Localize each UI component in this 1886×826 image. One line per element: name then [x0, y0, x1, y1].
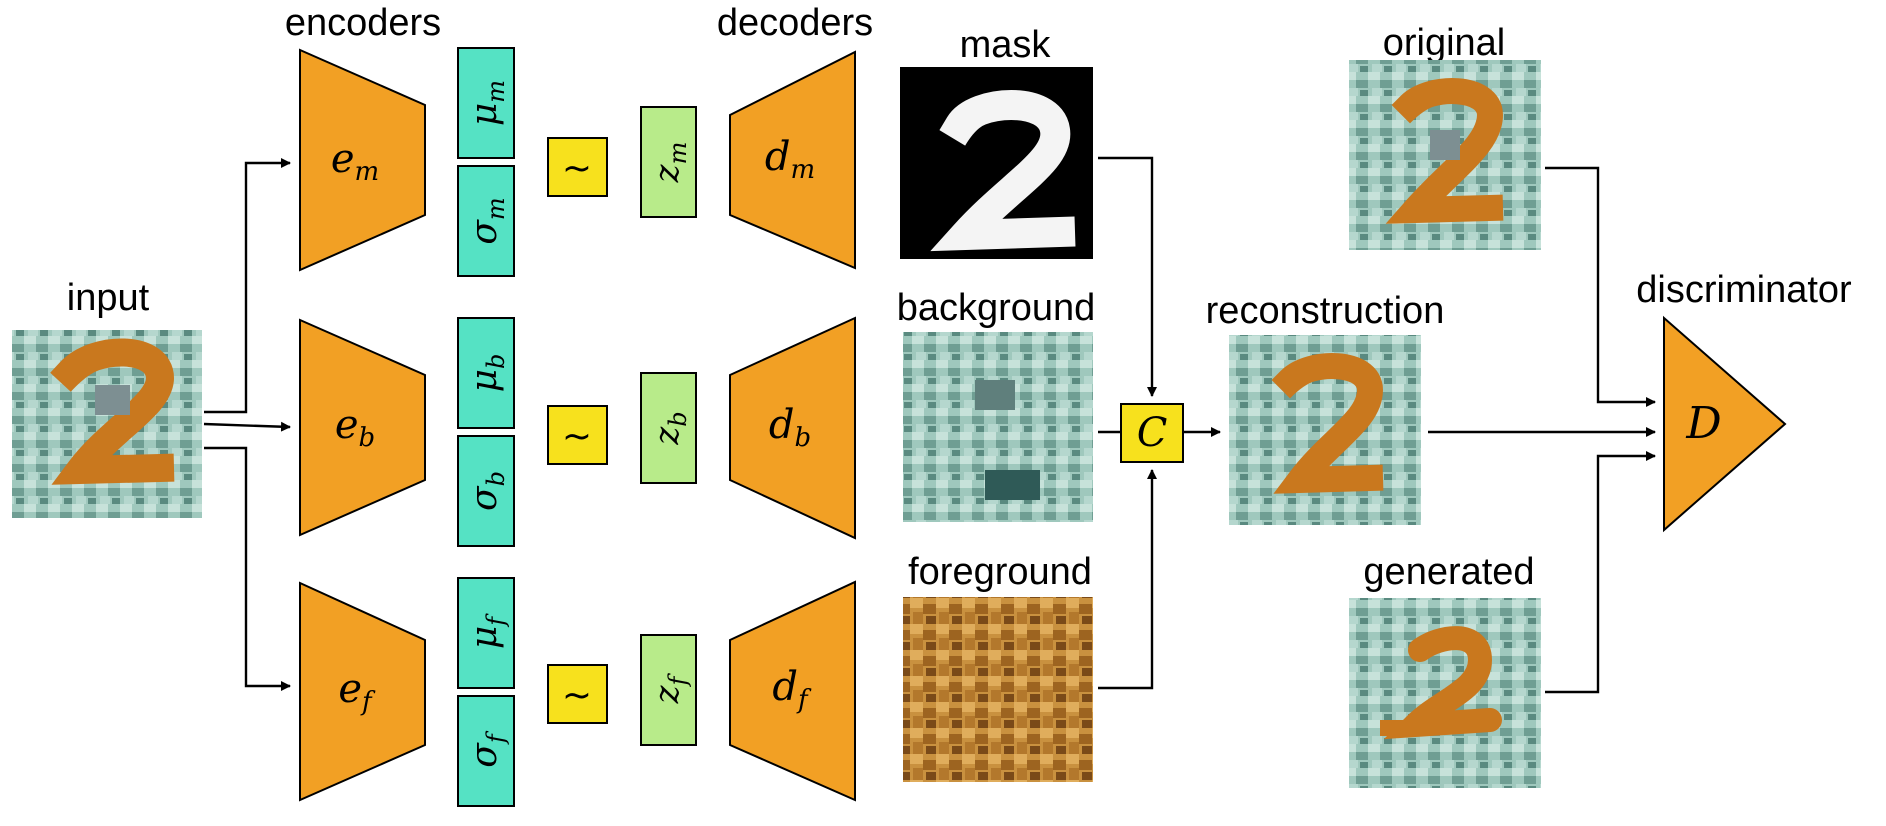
- encoder-b-shape: [299, 318, 426, 537]
- encoder-b-sub: b: [359, 423, 376, 453]
- svg-text:σm: σm: [464, 197, 510, 244]
- mu-m-sub: m: [482, 80, 510, 103]
- svg-text:db: db: [769, 402, 811, 453]
- decoder-b-sub: b: [794, 423, 811, 453]
- sigma-f-box: [457, 695, 515, 807]
- decoders-title: decoders: [717, 2, 873, 44]
- svg-text:zm: zm: [647, 142, 692, 184]
- reconstruction-digit-image: [1229, 335, 1421, 525]
- arrow-foreground-to-compose: [1098, 469, 1157, 690]
- decoder-m-symbol: d: [765, 134, 791, 180]
- mask-title: mask: [960, 24, 1052, 66]
- mu-b-symbol: μ: [464, 369, 505, 392]
- mu-f-box: [457, 577, 515, 689]
- encoder-m-sub: m: [355, 157, 380, 187]
- generated-digit-image: [1349, 598, 1541, 788]
- branch-f: ef μf σf ~ zf df: [299, 577, 856, 807]
- sample-m-symbol: ~: [562, 148, 592, 189]
- background-texture-image: [903, 332, 1093, 522]
- arrow-generated-to-discriminator: [1545, 451, 1656, 694]
- arrow-input-to-eb: [203, 421, 291, 432]
- mu-m-symbol: μ: [464, 103, 505, 126]
- mask-digit-image: [900, 67, 1093, 259]
- decoder-f-symbol: d: [772, 664, 798, 710]
- z-m-symbol: z: [647, 163, 687, 183]
- svg-text:σf: σf: [464, 730, 510, 768]
- compose-symbol: C: [1137, 410, 1168, 456]
- background-title: background: [897, 287, 1096, 329]
- svg-text:zb: zb: [647, 411, 692, 445]
- z-m-sub: m: [664, 142, 692, 165]
- svg-text:σb: σb: [464, 471, 510, 511]
- encoder-f-symbol: e: [338, 666, 362, 712]
- discriminator-shape: [1663, 315, 1787, 533]
- branch-b: eb μb σb ~ zb db: [299, 316, 856, 547]
- z-m-box: [640, 106, 697, 218]
- sample-f-symbol: ~: [562, 675, 592, 716]
- decoder-m-sub: m: [790, 155, 815, 185]
- mu-f-symbol: μ: [464, 626, 505, 649]
- arrow-input-to-ef: [204, 446, 291, 691]
- decoder-m-shape: [729, 50, 856, 270]
- encoder-f-shape: [299, 581, 426, 802]
- mu-b-sub: b: [482, 354, 510, 369]
- sigma-m-symbol: σ: [464, 219, 505, 245]
- svg-text:dm: dm: [765, 134, 815, 185]
- encoders-title: encoders: [285, 2, 441, 44]
- z-f-box: [640, 634, 697, 746]
- input-title: input: [67, 277, 150, 319]
- arrow-input-to-em: [204, 158, 291, 414]
- decoder-b-shape: [729, 316, 856, 540]
- svg-text:μm: μm: [464, 80, 510, 126]
- branch-m: em μm σm ~ zm dm: [299, 47, 856, 277]
- svg-text:μb: μb: [464, 354, 510, 393]
- decoder-f-shape: [729, 580, 856, 802]
- discriminator-symbol: D: [1685, 398, 1721, 449]
- svg-text:em: em: [331, 136, 379, 187]
- encoder-m-shape: [299, 48, 426, 272]
- z-b-sub: b: [664, 411, 692, 426]
- sigma-m-sub: m: [482, 197, 510, 220]
- sample-m-box: [547, 137, 608, 197]
- foreground-texture-image: [903, 597, 1093, 782]
- z-f-symbol: z: [647, 684, 687, 704]
- input-digit-image: [12, 330, 202, 518]
- encoder-m-symbol: e: [331, 136, 355, 182]
- z-b-box: [640, 372, 697, 484]
- original-title: original: [1383, 22, 1506, 64]
- original-digit-image: [1349, 60, 1541, 250]
- sigma-b-box: [457, 435, 515, 547]
- reconstruction-title: reconstruction: [1206, 290, 1445, 332]
- mu-b-box: [457, 317, 515, 429]
- encoder-b-symbol: e: [335, 402, 359, 448]
- arrow-original-to-discriminator: [1545, 166, 1656, 407]
- sample-f-box: [547, 664, 608, 724]
- mu-m-box: [457, 47, 515, 159]
- sigma-b-sub: b: [482, 471, 510, 486]
- discriminator-title: discriminator: [1636, 269, 1852, 311]
- z-b-symbol: z: [647, 426, 687, 446]
- svg-text:eb: eb: [335, 402, 375, 453]
- sample-b-box: [547, 405, 608, 465]
- sigma-f-symbol: σ: [464, 742, 505, 768]
- sigma-b-symbol: σ: [464, 485, 505, 511]
- sample-b-symbol: ~: [562, 416, 592, 457]
- sigma-m-box: [457, 165, 515, 277]
- foreground-title: foreground: [908, 551, 1092, 593]
- generated-title: generated: [1363, 551, 1534, 593]
- decoder-b-symbol: d: [769, 402, 795, 448]
- arrow-mask-to-compose: [1098, 156, 1157, 397]
